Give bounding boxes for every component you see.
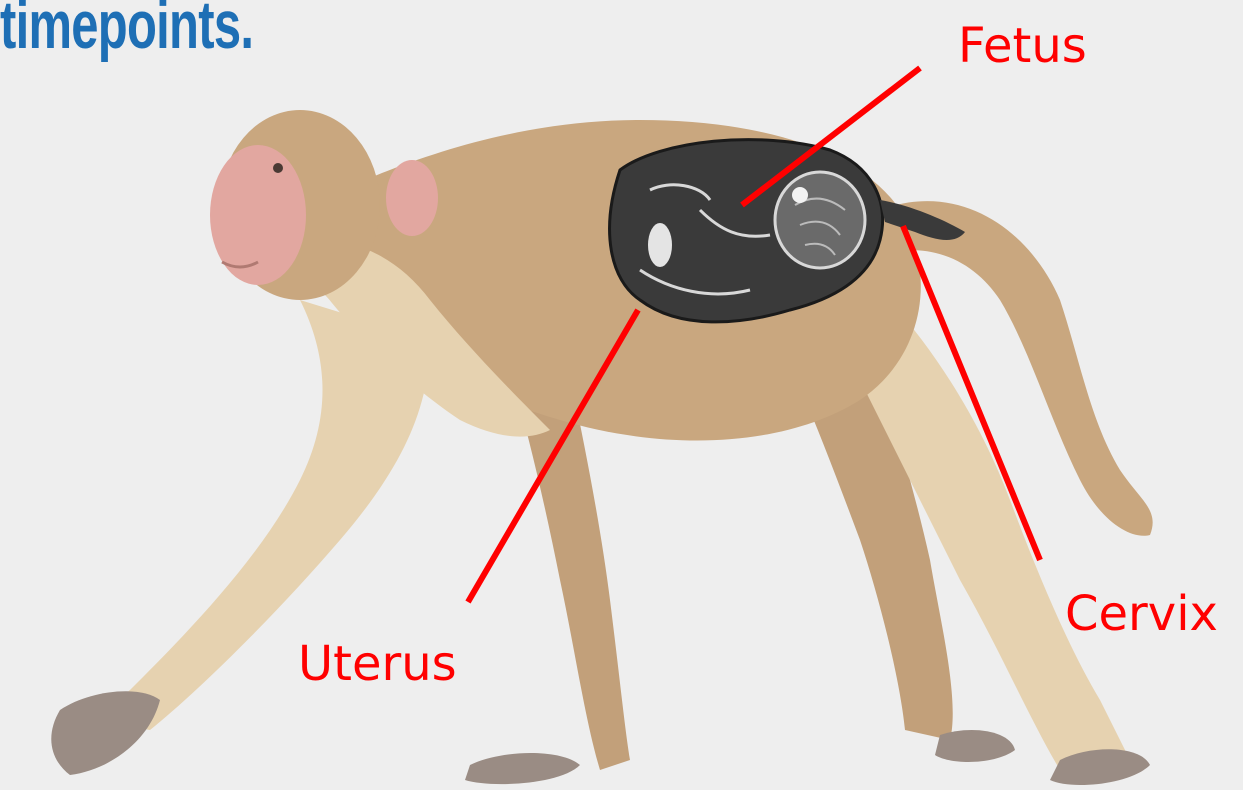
monkey-front-foot [465,753,580,784]
fetus-label: Fetus [958,22,1087,70]
monkey-eye [273,163,283,173]
cervix-label: Cervix [1065,590,1218,638]
monkey-ear [386,160,438,236]
monkey-front-hand [51,691,160,775]
monkey-back-foot-far [935,730,1015,762]
uterus-label: Uterus [298,640,457,688]
